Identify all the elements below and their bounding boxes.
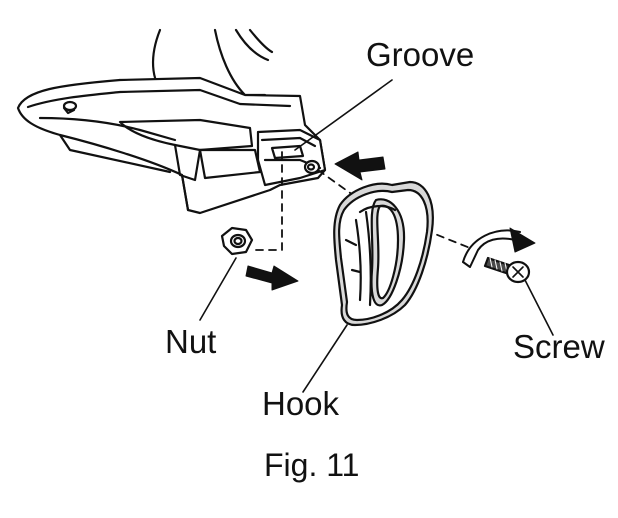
nut-label: Nut (165, 323, 217, 360)
screw-part (483, 256, 531, 284)
groove-leader-line (294, 79, 393, 151)
hook-label: Hook (262, 385, 340, 422)
insertion-arrow-icon (334, 151, 386, 181)
screw-label: Screw (513, 328, 605, 365)
tool-body (16, 28, 327, 215)
groove-label: Groove (366, 36, 475, 73)
screw-leader-line (524, 279, 554, 336)
figure-caption: Fig. 11 (264, 447, 360, 483)
hook-part (333, 180, 434, 327)
nut-removal-arrow-icon (245, 265, 299, 291)
nut-leader-line (199, 257, 237, 321)
hook-leader-line (302, 324, 348, 393)
screw-rotation-arrow-icon (462, 227, 536, 268)
nut-part (220, 226, 254, 256)
